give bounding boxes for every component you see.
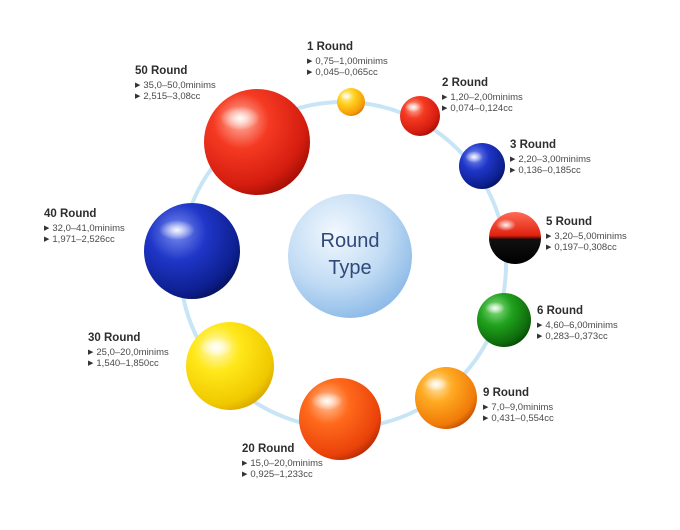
label-50-round: 50 Round ▶35,0–50,0minims ▶2,515–3,08cc bbox=[135, 65, 216, 102]
label-1-round: 1 Round ▶0,75–1,00minims ▶0,045–0,065cc bbox=[307, 41, 388, 78]
bullet-triangle-icon: ▶ bbox=[537, 332, 543, 340]
bullet-triangle-icon: ▶ bbox=[88, 348, 94, 356]
label-40-round: 40 Round ▶32,0–41,0minims ▶1,971–2,526cc bbox=[44, 208, 125, 245]
bullet-triangle-icon: ▶ bbox=[483, 403, 489, 411]
sphere-6-round bbox=[477, 293, 531, 347]
sphere-5-round bbox=[489, 212, 541, 264]
bullet-triangle-icon: ▶ bbox=[242, 470, 248, 478]
bullet-triangle-icon: ▶ bbox=[88, 359, 94, 367]
spec-minims: ▶3,20–5,00minims bbox=[546, 230, 627, 242]
sphere-50-round bbox=[204, 89, 310, 195]
spec-cc: ▶0,045–0,065cc bbox=[307, 66, 378, 78]
round-name: 20 Round bbox=[242, 443, 295, 455]
sphere-2-round bbox=[400, 96, 440, 136]
spec-minims: ▶7,0–9,0minims bbox=[483, 401, 554, 413]
center-title-line2: Type bbox=[328, 257, 372, 279]
label-9-round: 9 Round ▶7,0–9,0minims ▶0,431–0,554cc bbox=[483, 387, 554, 424]
bullet-triangle-icon: ▶ bbox=[546, 232, 552, 240]
spec-minims: ▶25,0–20,0minims bbox=[88, 346, 169, 358]
bullet-triangle-icon: ▶ bbox=[483, 414, 489, 422]
spec-cc: ▶0,197–0,308cc bbox=[546, 241, 617, 253]
spec-cc: ▶1,540–1,850cc bbox=[88, 357, 159, 369]
bullet-triangle-icon: ▶ bbox=[242, 459, 248, 467]
bullet-triangle-icon: ▶ bbox=[546, 243, 552, 251]
spec-minims: ▶1,20–2,00minims bbox=[442, 91, 523, 103]
spec-cc: ▶1,971–2,526cc bbox=[44, 233, 115, 245]
spec-cc: ▶0,431–0,554cc bbox=[483, 412, 554, 424]
sphere-30-round bbox=[186, 322, 274, 410]
round-name: 5 Round bbox=[546, 216, 592, 228]
bullet-triangle-icon: ▶ bbox=[307, 68, 313, 76]
round-name: 1 Round bbox=[307, 41, 353, 53]
sphere-20-round bbox=[299, 378, 381, 460]
spec-minims: ▶32,0–41,0minims bbox=[44, 222, 125, 234]
center-sphere bbox=[288, 194, 412, 318]
center-title: Round Type bbox=[285, 228, 415, 282]
spec-minims: ▶35,0–50,0minims bbox=[135, 79, 216, 91]
bullet-triangle-icon: ▶ bbox=[510, 166, 516, 174]
round-name: 40 Round bbox=[44, 208, 97, 220]
sphere-1-round bbox=[337, 88, 365, 116]
center-title-line1: Round bbox=[320, 230, 380, 252]
spec-cc: ▶0,283–0,373cc bbox=[537, 330, 608, 342]
spec-minims: ▶4,60–6,00minims bbox=[537, 319, 618, 331]
label-5-round: 5 Round ▶3,20–5,00minims ▶0,197–0,308cc bbox=[546, 216, 627, 253]
spec-minims: ▶0,75–1,00minims bbox=[307, 55, 388, 67]
round-name: 3 Round bbox=[510, 139, 556, 151]
round-name: 50 Round bbox=[135, 65, 188, 77]
bullet-triangle-icon: ▶ bbox=[537, 321, 543, 329]
round-name: 2 Round bbox=[442, 77, 488, 89]
round-name: 6 Round bbox=[537, 305, 583, 317]
label-30-round: 30 Round ▶25,0–20,0minims ▶1,540–1,850cc bbox=[88, 332, 169, 369]
bullet-triangle-icon: ▶ bbox=[44, 235, 50, 243]
spec-cc: ▶2,515–3,08cc bbox=[135, 90, 201, 102]
round-name: 9 Round bbox=[483, 387, 529, 399]
bullet-triangle-icon: ▶ bbox=[442, 104, 448, 112]
bullet-triangle-icon: ▶ bbox=[44, 224, 50, 232]
label-20-round: 20 Round ▶15,0–20,0minims ▶0,925–1,233cc bbox=[242, 443, 323, 480]
label-6-round: 6 Round ▶4,60–6,00minims ▶0,283–0,373cc bbox=[537, 305, 618, 342]
spec-cc: ▶0,925–1,233cc bbox=[242, 468, 313, 480]
spec-cc: ▶0,074–0,124cc bbox=[442, 102, 513, 114]
sphere-9-round bbox=[415, 367, 477, 429]
bullet-triangle-icon: ▶ bbox=[135, 92, 141, 100]
sphere-40-round bbox=[144, 203, 240, 299]
spec-minims: ▶2,20–3,00minims bbox=[510, 153, 591, 165]
bullet-triangle-icon: ▶ bbox=[510, 155, 516, 163]
label-3-round: 3 Round ▶2,20–3,00minims ▶0,136–0,185cc bbox=[510, 139, 591, 176]
bullet-triangle-icon: ▶ bbox=[307, 57, 313, 65]
round-name: 30 Round bbox=[88, 332, 141, 344]
label-2-round: 2 Round ▶1,20–2,00minims ▶0,074–0,124cc bbox=[442, 77, 523, 114]
bullet-triangle-icon: ▶ bbox=[442, 93, 448, 101]
spec-minims: ▶15,0–20,0minims bbox=[242, 457, 323, 469]
bullet-triangle-icon: ▶ bbox=[135, 81, 141, 89]
sphere-3-round bbox=[459, 143, 505, 189]
spec-cc: ▶0,136–0,185cc bbox=[510, 164, 581, 176]
